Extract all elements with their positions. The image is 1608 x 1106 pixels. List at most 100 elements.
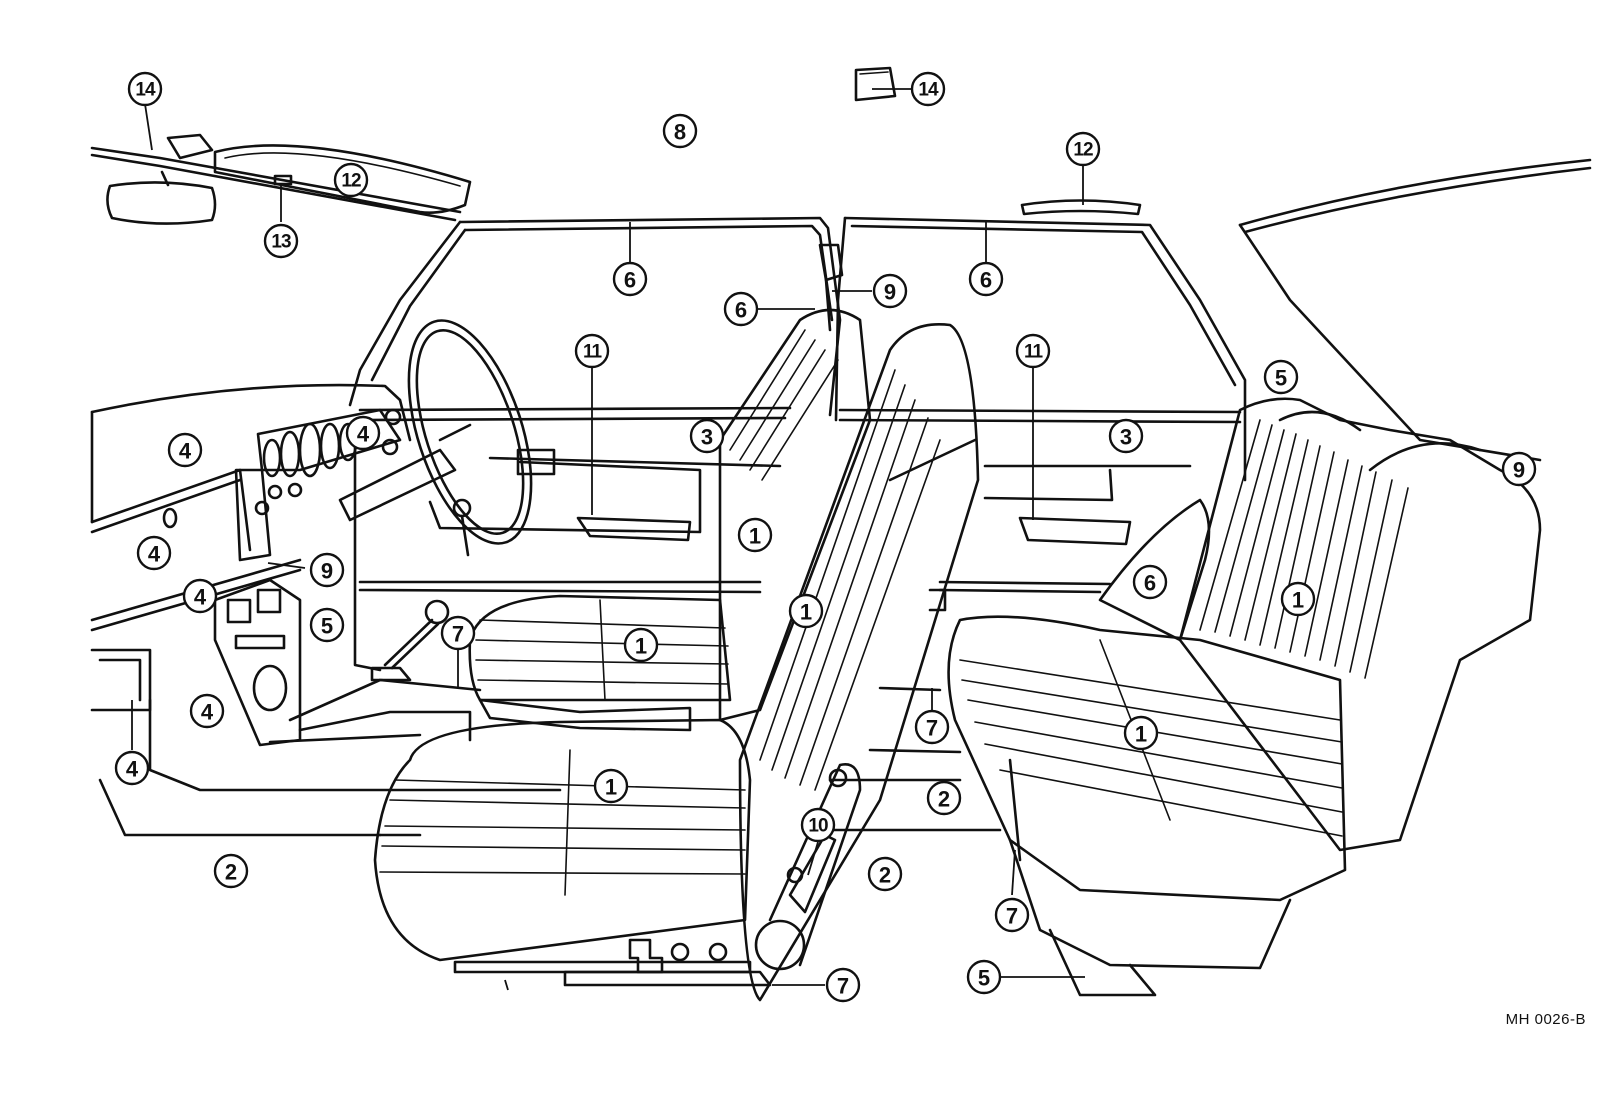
svg-text:4: 4: [201, 700, 214, 725]
svg-text:4: 4: [357, 422, 370, 447]
callout-14: 14: [910, 71, 946, 107]
callout-11: 11: [574, 333, 610, 369]
svg-text:1: 1: [1292, 588, 1304, 613]
svg-text:2: 2: [879, 863, 891, 888]
callout-11: 11: [1015, 333, 1051, 369]
svg-text:7: 7: [1006, 904, 1018, 929]
svg-text:6: 6: [624, 268, 636, 293]
rear-door-trim: [838, 408, 1242, 594]
svg-text:11: 11: [1024, 342, 1044, 363]
svg-text:3: 3: [701, 425, 713, 450]
instrument-cluster: [256, 408, 402, 478]
callout-12: 12: [333, 162, 369, 198]
front-door-trim: [353, 406, 792, 672]
svg-text:1: 1: [749, 524, 761, 549]
svg-text:4: 4: [126, 757, 139, 782]
svg-text:11: 11: [583, 342, 603, 363]
floor-tunnel: [268, 678, 482, 744]
center-console: [213, 468, 303, 747]
svg-text:4: 4: [194, 585, 207, 610]
rear-view-mirror: [106, 133, 217, 225]
callout-9: 9: [309, 552, 345, 588]
callout-13: 13: [263, 223, 299, 259]
front-seat-driver: [468, 308, 872, 732]
callout-6: 6: [968, 261, 1004, 297]
callout-12: 12: [1065, 131, 1101, 167]
callout-6: 6: [723, 291, 759, 327]
steering-wheel: [338, 319, 533, 545]
svg-text:9: 9: [321, 559, 333, 584]
svg-text:7: 7: [837, 974, 849, 999]
svg-text:14: 14: [918, 80, 939, 101]
callout-5: 5: [309, 607, 345, 643]
callout-4: 4: [136, 535, 172, 571]
callout-1: 1: [1123, 715, 1159, 751]
rear-door-frame: [834, 216, 1247, 482]
callout-14: 14: [127, 71, 163, 107]
callout-6: 6: [612, 261, 648, 297]
svg-text:2: 2: [225, 860, 237, 885]
callout-1: 1: [788, 593, 824, 629]
callout-10: 10: [800, 807, 836, 843]
svg-text:6: 6: [735, 298, 747, 323]
callout-1: 1: [623, 627, 659, 663]
callout-4: 4: [167, 432, 203, 468]
svg-text:1: 1: [1135, 722, 1147, 747]
svg-text:4: 4: [179, 439, 192, 464]
callout-2: 2: [926, 780, 962, 816]
svg-text:2: 2: [938, 787, 950, 812]
front-seat-passenger: [373, 323, 980, 1002]
callout-1: 1: [593, 768, 629, 804]
callout-6: 6: [1132, 564, 1168, 600]
svg-text:12: 12: [341, 171, 361, 192]
sun-visor: [213, 144, 472, 214]
svg-text:5: 5: [1275, 366, 1287, 391]
svg-text:1: 1: [800, 600, 812, 625]
callout-4: 4: [114, 750, 150, 786]
sill-lines: [378, 588, 1002, 837]
roof-lines: [90, 146, 1592, 462]
svg-text:7: 7: [926, 716, 938, 741]
callout-7: 7: [440, 615, 476, 651]
svg-text:13: 13: [271, 232, 291, 253]
callouts: 14 14 8 12 12 13 6 6 6 6 9 9 9 11 11 5 5…: [114, 71, 1537, 1003]
callout-9: 9: [1501, 451, 1537, 487]
callout-4: 4: [182, 578, 218, 614]
svg-text:7: 7: [452, 622, 464, 647]
svg-text:12: 12: [1073, 140, 1093, 161]
callout-4: 4: [189, 693, 225, 729]
shift-lever: [370, 498, 472, 682]
svg-text:5: 5: [321, 614, 333, 639]
svg-text:9: 9: [884, 280, 896, 305]
figure-code: MH 0026-B: [1505, 1011, 1586, 1028]
svg-text:6: 6: [1144, 571, 1156, 596]
callout-7: 7: [994, 897, 1030, 933]
svg-text:3: 3: [1120, 425, 1132, 450]
callout-3: 3: [689, 418, 725, 454]
svg-text:8: 8: [674, 120, 686, 145]
front-door-frame: [348, 216, 842, 417]
assist-grip: [1020, 199, 1142, 216]
leader-lines: [131, 88, 1085, 991]
callout-2: 2: [867, 856, 903, 892]
svg-text:1: 1: [605, 775, 617, 800]
callout-7: 7: [825, 967, 861, 1003]
svg-text:14: 14: [135, 80, 156, 101]
svg-text:4: 4: [148, 542, 161, 567]
callout-4: 4: [345, 415, 381, 451]
callout-5: 5: [966, 959, 1002, 995]
svg-text:10: 10: [808, 816, 828, 837]
dome-lamp: [854, 66, 897, 102]
callout-5: 5: [1263, 359, 1299, 395]
b-pillar: [818, 243, 844, 332]
svg-text:6: 6: [980, 268, 992, 293]
callout-1: 1: [737, 517, 773, 553]
svg-text:5: 5: [978, 966, 990, 991]
rear-seat: [947, 397, 1542, 997]
callout-3: 3: [1108, 418, 1144, 454]
svg-text:1: 1: [635, 634, 647, 659]
callout-7: 7: [914, 709, 950, 745]
callout-1: 1: [1280, 581, 1316, 617]
svg-text:9: 9: [1513, 458, 1525, 483]
